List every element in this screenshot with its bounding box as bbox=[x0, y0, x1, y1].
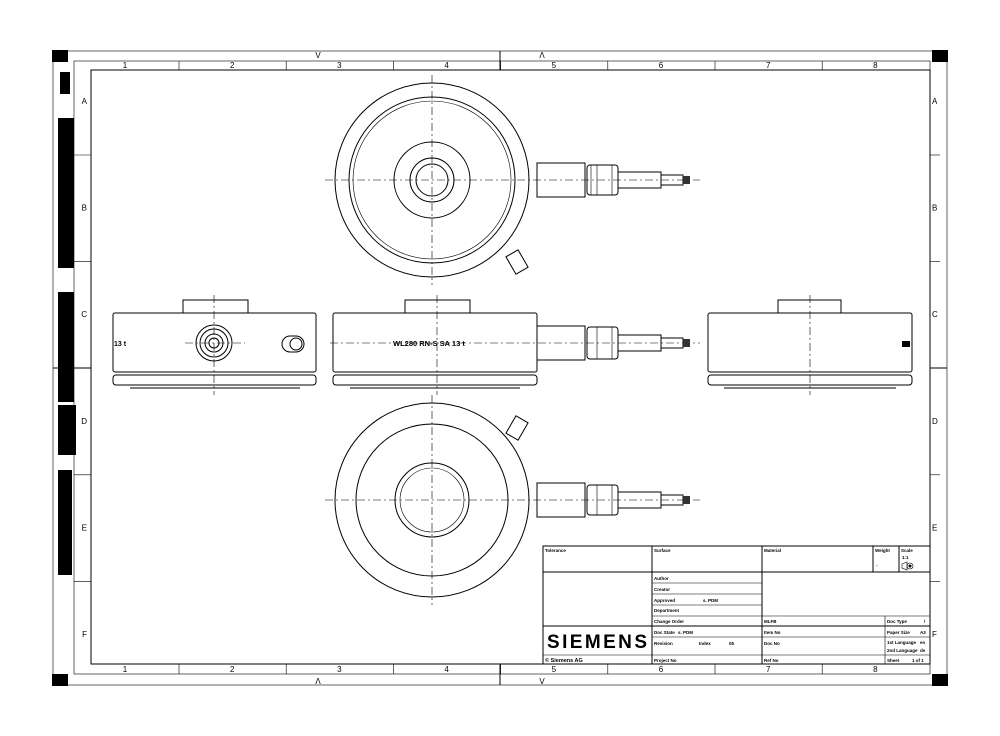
column-label: 4 bbox=[444, 61, 449, 70]
doc-type-label: Doc Type bbox=[887, 619, 907, 624]
bottom-view bbox=[325, 395, 700, 605]
doc-no-label: Doc No bbox=[764, 641, 780, 646]
mlfb-label: MLFB bbox=[764, 619, 777, 624]
row-label: E bbox=[82, 523, 87, 532]
row-label: D bbox=[932, 417, 938, 426]
department-label: Department bbox=[654, 608, 680, 613]
sheet-value: 1 of 1 bbox=[912, 658, 924, 663]
column-label: 1 bbox=[123, 61, 128, 70]
side-view-middle: WL280 RN-S SA 13 t bbox=[330, 295, 700, 395]
column-label: 8 bbox=[873, 665, 878, 674]
margin-notes bbox=[58, 72, 76, 575]
row-label: C bbox=[81, 310, 87, 319]
row-label: A bbox=[932, 97, 938, 106]
row-label: D bbox=[81, 417, 87, 426]
row-label: B bbox=[82, 204, 87, 213]
top-view bbox=[325, 75, 700, 285]
material-label: Material bbox=[764, 548, 781, 553]
weight-label: Weight bbox=[875, 548, 890, 553]
approved-value: s. PDM bbox=[703, 598, 718, 603]
inner-frame bbox=[90, 69, 931, 665]
tolerance-label: Tolerance bbox=[545, 548, 566, 553]
paper-size-value: A3 bbox=[920, 630, 926, 635]
creator-label: Creator bbox=[654, 587, 670, 592]
section-mark: V bbox=[539, 677, 545, 686]
first-language-value: en bbox=[920, 640, 926, 645]
corner-mark bbox=[52, 50, 68, 62]
column-label: 2 bbox=[230, 61, 235, 70]
section-mark: Λ bbox=[315, 677, 321, 686]
revision-label: Revision bbox=[654, 641, 673, 646]
item-no-label: Item No bbox=[764, 630, 781, 635]
doc-type-value: / bbox=[924, 619, 926, 624]
part-label: WL280 RN-S SA 13 t bbox=[393, 339, 465, 348]
change-order-label: Change Order bbox=[654, 619, 684, 624]
row-label: F bbox=[82, 630, 87, 639]
column-label: 6 bbox=[659, 665, 664, 674]
row-label: E bbox=[932, 523, 937, 532]
second-language-value: de bbox=[920, 648, 926, 653]
column-label: 6 bbox=[659, 61, 664, 70]
title-block: Tolerance Surface Material Weight - Scal… bbox=[542, 545, 931, 665]
doc-state-value: s. PDM bbox=[678, 630, 693, 635]
section-mark: V bbox=[315, 51, 321, 60]
copyright: © Siemens AG bbox=[545, 657, 583, 664]
grid-frame bbox=[73, 60, 931, 675]
projection-symbol-icon bbox=[901, 561, 914, 571]
first-language-label: 1st Language bbox=[887, 640, 917, 645]
row-label: F bbox=[932, 630, 937, 639]
sheet-label: Sheet bbox=[887, 658, 900, 663]
column-label: 5 bbox=[552, 61, 557, 70]
row-label: B bbox=[932, 204, 937, 213]
column-label: 1 bbox=[123, 665, 128, 674]
column-label: 3 bbox=[337, 61, 342, 70]
scale-label: Scale bbox=[901, 548, 913, 553]
surface-label: Surface bbox=[654, 548, 671, 553]
outer-frame bbox=[52, 50, 948, 686]
siemens-logo: SIEMENS bbox=[547, 632, 647, 653]
column-label: 2 bbox=[230, 665, 235, 674]
column-label: 7 bbox=[766, 61, 771, 70]
approved-label: Approved bbox=[654, 598, 675, 603]
second-language-label: 2nd Language bbox=[887, 648, 918, 653]
author-label: Author bbox=[654, 576, 669, 581]
doc-state-label: Doc State bbox=[654, 630, 675, 635]
index-value: 05 bbox=[729, 641, 735, 646]
row-label: C bbox=[932, 310, 938, 319]
column-label: 4 bbox=[444, 665, 449, 674]
scale-value: 1:1 bbox=[902, 555, 909, 560]
column-label: 5 bbox=[552, 665, 557, 674]
ref-no-label: Ref No bbox=[764, 658, 779, 663]
corner-mark bbox=[932, 50, 948, 62]
column-label: 8 bbox=[873, 61, 878, 70]
section-mark: Λ bbox=[539, 51, 545, 60]
side-view-left: 13 t bbox=[112, 295, 317, 395]
corner-mark bbox=[932, 674, 948, 686]
index-label: Index bbox=[699, 641, 711, 646]
part-label-fragment: 13 t bbox=[114, 341, 127, 348]
side-view-right bbox=[707, 295, 913, 395]
row-label: A bbox=[82, 97, 88, 106]
corner-mark bbox=[52, 674, 68, 686]
weight-value: - bbox=[876, 563, 878, 568]
column-label: 7 bbox=[766, 665, 771, 674]
column-label: 3 bbox=[337, 665, 342, 674]
paper-size-label: Paper Size bbox=[887, 630, 910, 635]
project-no-label: Project No bbox=[654, 658, 677, 663]
